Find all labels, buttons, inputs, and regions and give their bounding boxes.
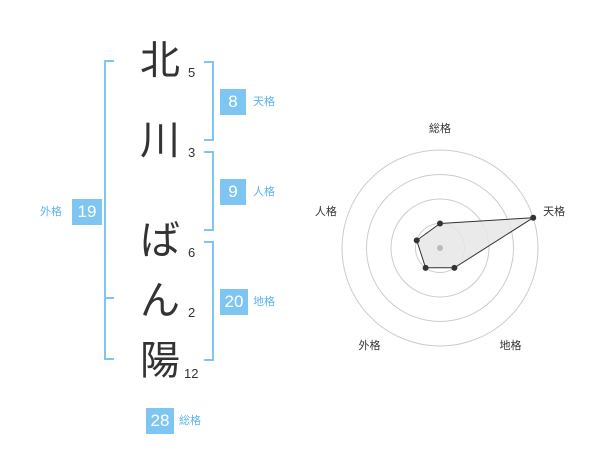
radar-axis-label-5: 人格: [315, 204, 337, 218]
jinkaku-value-badge: 9: [220, 179, 246, 205]
name-char-5: 陽: [140, 338, 180, 384]
name-char-1: 北: [140, 38, 180, 84]
radar-polygon: [416, 217, 534, 269]
stroke-count-2: 3: [188, 145, 196, 160]
radar-polygon-group: [416, 217, 534, 269]
stroke-count-4: 2: [188, 305, 196, 320]
radar-point-4: [422, 264, 429, 271]
tenkaku-bracket: [204, 61, 214, 141]
radar-rings: [341, 149, 539, 347]
name-char-3: ば: [140, 218, 180, 264]
radar-ring-3: [366, 174, 514, 322]
soukaku-value-badge: 28: [146, 408, 174, 434]
tenkaku-value-badge: 8: [220, 89, 246, 115]
stroke-count-5: 12: [184, 366, 199, 381]
radar-point-3: [451, 264, 458, 271]
gaikaku-bracket: [104, 60, 114, 360]
radar-axis-label-1: 総格: [429, 121, 451, 135]
gaikaku-label: 外格: [40, 205, 62, 218]
radar-point-2: [530, 214, 537, 221]
jinkaku-label: 人格: [253, 185, 275, 198]
name-char-2: 川: [140, 118, 180, 164]
radar-axis-label-2: 天格: [543, 204, 565, 218]
gaikaku-value-badge: 19: [72, 199, 102, 225]
chikaku-bracket: [204, 241, 214, 361]
radar-center-point: [437, 245, 443, 251]
stroke-count-3: 6: [188, 245, 196, 260]
radar-ring-2: [390, 198, 490, 298]
radar-axis-label-4: 外格: [359, 338, 381, 352]
stroke-count-1: 5: [188, 65, 196, 80]
soukaku-label: 総格: [179, 414, 201, 427]
radar-points: [413, 214, 537, 271]
gaikaku-bracket-divider: [104, 297, 114, 299]
radar-point-5: [413, 237, 420, 244]
name-char-4: ん: [140, 278, 180, 324]
tenkaku-label: 天格: [253, 95, 275, 108]
radar-ring-4: [341, 149, 539, 347]
radar-point-1: [437, 220, 443, 227]
chikaku-label: 地格: [253, 295, 275, 308]
chikaku-value-badge: 20: [220, 289, 248, 315]
radar-axis-label-3: 地格: [500, 338, 522, 352]
jinkaku-bracket: [204, 151, 214, 231]
